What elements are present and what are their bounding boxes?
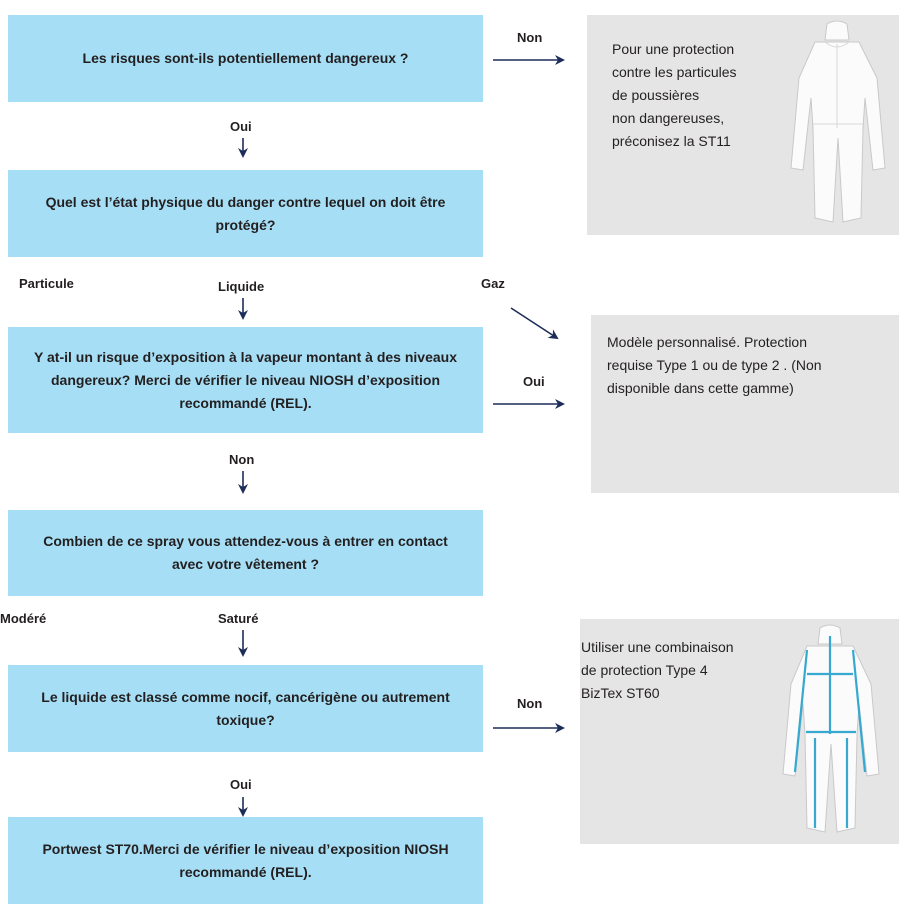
label-oui-2: Oui	[523, 374, 545, 389]
label-oui-3: Oui	[230, 777, 252, 792]
result-st70-text: Portwest ST70.Merci de vérifier le nivea…	[42, 840, 449, 880]
label-sature: Saturé	[218, 611, 259, 626]
white-coverall-blue-stripe-icon	[782, 624, 880, 833]
question-vapour-risk: Y at-il un risque d’exposition à la vape…	[8, 327, 483, 433]
label-modere: Modéré	[0, 611, 47, 626]
arrow-gaz	[510, 307, 559, 340]
question-hazard-dangerous-text: Les risques sont-ils potentiellement dan…	[82, 50, 409, 66]
result-box-custom-model	[591, 315, 899, 493]
label-liquide: Liquide	[218, 279, 265, 294]
label-non-3: Non	[517, 696, 543, 711]
question-spray-amount-text: Combien de ce spray vous attendez-vous à…	[43, 533, 448, 572]
label-particule: Particule	[19, 276, 74, 291]
result-st60-text: Utiliser une combinaison de protection T…	[581, 639, 734, 701]
result-custom-model-text: Modèle personnalisé. Protection requise …	[607, 334, 822, 396]
question-liquid-toxic-text: Le liquide est classé comme nocif, cancé…	[41, 688, 450, 728]
label-non-1: Non	[517, 30, 543, 45]
result-st70: Portwest ST70.Merci de vérifier le nivea…	[8, 817, 483, 904]
white-coverall-icon	[790, 20, 886, 223]
question-hazard-dangerous: Les risques sont-ils potentiellement dan…	[8, 15, 483, 102]
question-physical-state: Quel est l’état physique du danger contr…	[8, 170, 483, 257]
label-non-2: Non	[229, 452, 255, 467]
result-st11-text: Pour une protection contre les particule…	[612, 41, 737, 149]
label-oui-1: Oui	[230, 119, 252, 134]
question-physical-state-text: Quel est l’état physique du danger contr…	[45, 193, 446, 233]
label-gaz: Gaz	[481, 276, 505, 291]
question-vapour-risk-text: Y at-il un risque d’exposition à la vape…	[34, 348, 457, 411]
question-spray-amount: Combien de ce spray vous attendez-vous à…	[8, 510, 483, 596]
question-liquid-toxic: Le liquide est classé comme nocif, cancé…	[8, 665, 483, 752]
